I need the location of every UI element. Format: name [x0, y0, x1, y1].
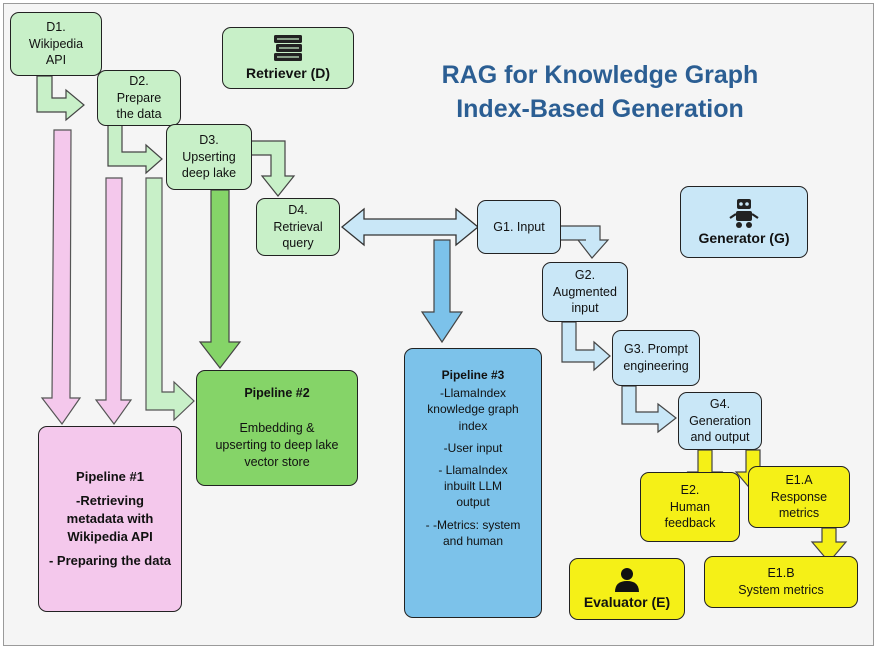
e2-label-2: Human [669, 499, 711, 514]
d3-label-1: D3. [199, 132, 219, 147]
pipeline-3-title: Pipeline #3 [441, 368, 505, 382]
arrow-e1a-to-e1b [810, 527, 848, 563]
book-stack-icon [274, 34, 302, 61]
pipeline-1-title: Pipeline #1 [76, 468, 144, 484]
step-g3-prompt-engineering: G3. Prompt engineering [612, 330, 700, 386]
robot-icon [729, 198, 759, 228]
generator-role-box: Generator (G) [680, 186, 808, 258]
step-d2-prepare-data: D2. Prepare the data [97, 70, 181, 126]
title-line-1: RAG for Knowledge Graph [441, 61, 759, 89]
pipeline-1-line-1: -Retrieving [76, 492, 144, 508]
e1a-label-3: metrics [778, 506, 820, 521]
arrow-d1-to-pipeline1 [40, 129, 82, 426]
e1b-label-1: E1.B [767, 566, 795, 581]
g1-label-1: G1. Input [493, 219, 545, 234]
d3-label-2: Upserting [182, 149, 236, 164]
arrow-g3-to-g4 [621, 385, 677, 434]
pipeline-2-title: Pipeline #2 [244, 386, 310, 400]
step-e1b-system-metrics: E1.B System metrics [704, 556, 858, 608]
g4-label-3: and output [690, 430, 750, 445]
step-g2-augmented-input: G2. Augmented input [542, 262, 628, 322]
g3-label-2: engineering [623, 359, 689, 373]
pipeline-3-line-8: - -Metrics: system [425, 517, 521, 532]
pipeline-3-line-5: - LlamaIndex [438, 462, 508, 477]
d2-label-1: D2. [129, 73, 149, 88]
arrow-d4-g1-bidirectional [340, 207, 480, 247]
pipeline-1-line-2: metadata with [66, 510, 154, 526]
pipeline-1-line-3: Wikipedia API [67, 529, 153, 545]
pipeline-1-box: Pipeline #1 -Retrieving metadata with Wi… [38, 426, 182, 612]
pipeline-3-line-4: -User input [443, 440, 503, 455]
d1-label-2: Wikipedia [28, 36, 84, 51]
g2-label-3: input [571, 301, 599, 316]
pipeline-2-line-2: upserting to deep lake [215, 437, 339, 452]
pipeline-1-line-4: - Preparing the data [48, 553, 172, 569]
retriever-role-label: Retriever (D) [245, 64, 331, 81]
e1a-label-1: E1.A [785, 472, 813, 487]
person-icon [615, 567, 639, 592]
arrow-d3-down-to-pipeline2 [198, 189, 242, 369]
arrow-d4-to-pipeline3 [420, 239, 464, 344]
arrow-d3-to-d4 [249, 140, 296, 197]
arrow-d1-to-d2 [36, 75, 85, 122]
pipeline-2-line-1: Embedding & [239, 420, 315, 435]
arrow-d2-to-pipeline1 [94, 177, 133, 426]
arrow-d3-to-pipeline2 [145, 177, 195, 422]
step-e1a-response-metrics: E1.A Response metrics [748, 466, 850, 528]
step-e2-human-feedback: E2. Human feedback [640, 472, 740, 542]
d4-label-3: query [282, 236, 314, 251]
pipeline-2-box: Pipeline #2 Embedding & upserting to dee… [196, 370, 358, 486]
d3-label-3: deep lake [181, 166, 237, 181]
e2-label-1: E2. [680, 482, 700, 497]
evaluator-role-label: Evaluator (E) [583, 593, 671, 610]
d4-label-1: D4. [288, 202, 308, 217]
evaluator-role-box: Evaluator (E) [569, 558, 685, 620]
diagram-title: RAG for Knowledge Graph Index-Based Gene… [400, 58, 800, 126]
g4-label-2: Generation [689, 413, 751, 428]
generator-role-label: Generator (G) [698, 229, 790, 246]
step-d3-upserting-deep-lake: D3. Upserting deep lake [166, 124, 252, 190]
title-line-2: Index-Based Generation [456, 95, 744, 123]
d2-label-3: the data [116, 107, 162, 122]
d2-label-2: Prepare [116, 90, 162, 105]
d4-label-2: Retrieval [273, 219, 323, 234]
arrow-g2-to-g3 [561, 321, 611, 372]
arrow-g1-to-g2 [559, 225, 610, 259]
d1-label-3: API [45, 53, 67, 68]
pipeline-2-line-3: vector store [244, 454, 310, 469]
g4-label-1: G4. [709, 396, 731, 411]
e1a-label-2: Response [770, 489, 828, 504]
step-g1-input: G1. Input [477, 200, 561, 254]
g2-label-2: Augmented [553, 284, 617, 299]
pipeline-3-box: Pipeline #3 -LlamaIndex knowledge graph … [404, 348, 542, 618]
e1b-label-2: System metrics [738, 583, 824, 597]
pipeline-3-line-9: and human [442, 533, 504, 548]
step-g4-generation-output: G4. Generation and output [678, 392, 762, 450]
pipeline-3-line-3: index [458, 418, 488, 433]
pipeline-3-line-6: inbuilt LLM [443, 479, 503, 494]
g2-label-1: G2. [574, 267, 596, 282]
step-d4-retrieval-query: D4. Retrieval query [256, 198, 340, 256]
g3-label-1: G3. Prompt [624, 342, 688, 357]
d1-label-1: D1. [46, 19, 66, 34]
retriever-role-box: Retriever (D) [222, 27, 354, 89]
e2-label-3: feedback [664, 516, 716, 531]
pipeline-3-line-7: output [456, 495, 490, 510]
step-d1-wikipedia-api: D1. Wikipedia API [10, 12, 102, 76]
pipeline-3-line-2: knowledge graph [427, 402, 519, 417]
arrow-d2-to-d3 [107, 123, 163, 175]
pipeline-3-line-1: -LlamaIndex [439, 386, 507, 401]
